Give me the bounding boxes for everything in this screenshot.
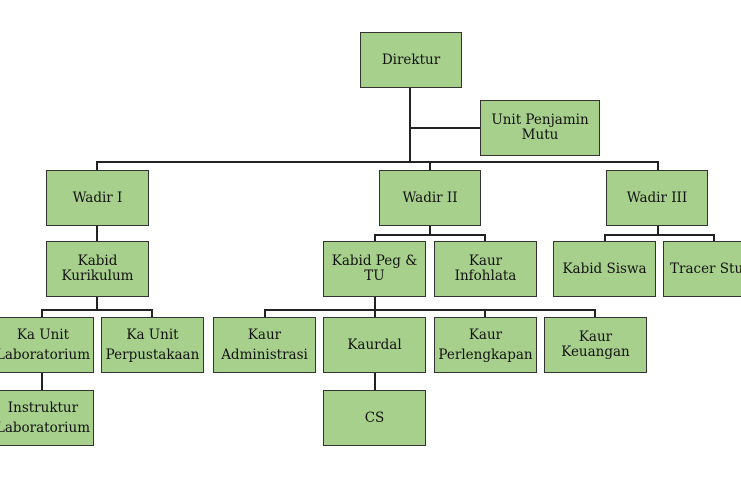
connector-kaur-admin-drop: [264, 309, 266, 318]
connector-unit-penjamin-mutu: [410, 127, 481, 129]
node-kaur-perlengkapan: Kaur Perlengkapan: [434, 317, 537, 373]
node-kaur-infohlata-label: Kaur Infohlata: [454, 253, 517, 284]
node-wadir-2-label: Wadir II: [402, 189, 458, 206]
connector-wadir-2-drop: [429, 161, 431, 170]
connector-kaurdal-cs: [374, 372, 376, 391]
node-direktur: Direktur: [360, 32, 462, 88]
node-kaur-keuangan: Kaur Keuangan: [544, 317, 647, 373]
connector-ka-unit-perpus-drop: [151, 309, 153, 318]
node-wadir-1: Wadir I: [46, 170, 149, 226]
node-kaur-perlengkapan-label: Kaur Perlengkapan: [438, 327, 533, 363]
node-kaur-infohlata: Kaur Infohlata: [434, 241, 537, 297]
connector-wadir-2-bus: [374, 234, 486, 236]
node-kaur-administrasi: Kaur Administrasi: [213, 317, 316, 373]
node-unit-penjamin-mutu: Unit Penjamin Mutu: [480, 100, 600, 156]
connector-kaur-perlengkapan-drop: [484, 309, 486, 318]
node-wadir-3-label: Wadir III: [626, 189, 688, 206]
connector-direktur-trunk: [409, 87, 411, 162]
node-ka-unit-laboratorium: Ka Unit Laboratorium: [0, 317, 94, 373]
connector-kabid-siswa-drop: [604, 234, 606, 242]
connector-wadir-3-bus: [604, 234, 715, 236]
connector-kabid-peg-bus: [264, 309, 596, 311]
connector-kabid-peg-down: [374, 296, 376, 310]
node-kabid-peg-tu: Kabid Peg & TU: [323, 241, 426, 297]
node-unit-penjamin-mutu-label: Unit Penjamin Mutu: [491, 112, 589, 143]
connector-wadir-bus: [96, 161, 658, 163]
node-kabid-kurikulum-label: Kabid Kurikulum: [61, 253, 134, 284]
connector-wadir-1-kabid-kurikulum: [96, 225, 98, 242]
node-instruktur-laboratorium-label: Instruktur Laboratorium: [0, 400, 90, 436]
node-tracer-study: Tracer Study: [663, 241, 741, 297]
node-kabid-siswa-label: Kabid Siswa: [562, 260, 647, 277]
connector-ka-unit-lab-drop: [41, 309, 43, 318]
connector-kabid-peg-drop: [374, 234, 376, 242]
node-wadir-3: Wadir III: [606, 170, 708, 226]
connector-wadir-3-down: [657, 225, 659, 235]
connector-kaur-keuangan-drop: [594, 309, 596, 318]
node-ka-unit-perpustakaan-label: Ka Unit Perpustakaan: [105, 327, 200, 363]
connector-wadir-2-down: [429, 225, 431, 235]
node-ka-unit-laboratorium-label: Ka Unit Laboratorium: [0, 327, 90, 363]
node-kabid-peg-tu-label: Kabid Peg & TU: [331, 253, 418, 284]
node-kaurdal-label: Kaurdal: [347, 336, 402, 353]
node-tracer-study-label: Tracer Study: [670, 260, 741, 277]
connector-lab-instruktur: [41, 372, 43, 391]
node-kaur-administrasi-label: Kaur Administrasi: [221, 327, 308, 363]
node-kabid-siswa: Kabid Siswa: [553, 241, 656, 297]
node-kabid-kurikulum: Kabid Kurikulum: [46, 241, 149, 297]
node-kaurdal: Kaurdal: [323, 317, 426, 373]
node-cs-label: CS: [364, 409, 385, 426]
node-cs: CS: [323, 390, 426, 446]
connector-wadir-3-drop: [657, 161, 659, 170]
connector-kabid-kurikulum-down: [96, 296, 98, 310]
node-direktur-label: Direktur: [381, 51, 441, 68]
node-kaur-keuangan-label: Kaur Keuangan: [561, 329, 630, 360]
node-instruktur-laboratorium: Instruktur Laboratorium: [0, 390, 94, 446]
connector-tracer-study-drop: [713, 234, 715, 242]
node-wadir-2: Wadir II: [379, 170, 481, 226]
node-wadir-1-label: Wadir I: [72, 189, 123, 206]
connector-wadir-1-drop: [96, 161, 98, 170]
connector-kurikulum-bus: [41, 309, 153, 311]
connector-kaurdal-drop: [374, 309, 376, 318]
node-ka-unit-perpustakaan: Ka Unit Perpustakaan: [101, 317, 204, 373]
connector-kaur-infohlata-drop: [484, 234, 486, 242]
